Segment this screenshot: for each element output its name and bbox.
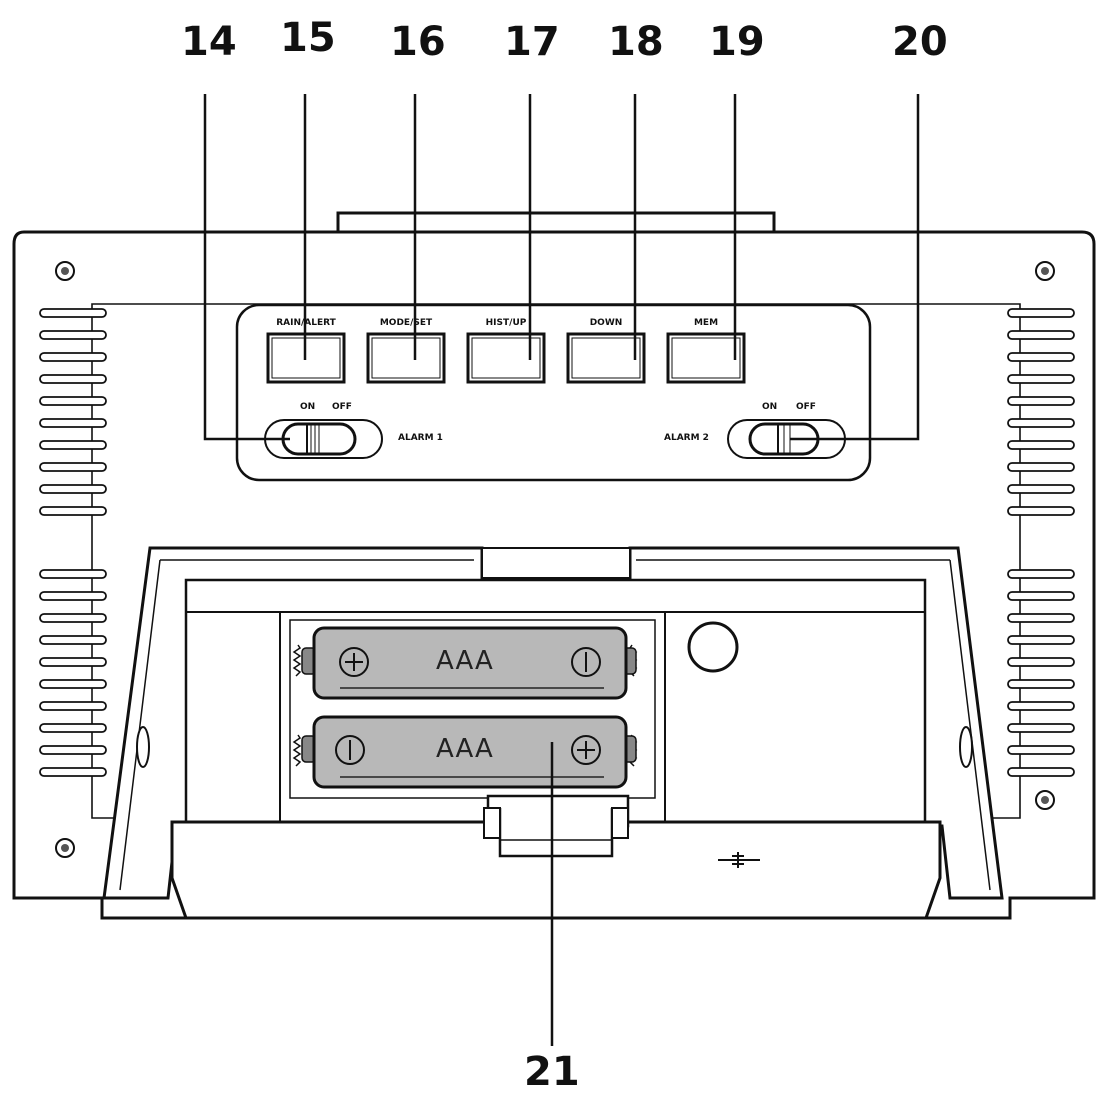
vent-slot-icon (1007, 591, 1075, 601)
minus-terminal-icon (571, 647, 601, 677)
vent-slot-icon (39, 745, 107, 755)
callout-21: 21 (524, 1049, 580, 1095)
vent-slot-icon (1007, 723, 1075, 733)
plus-terminal-icon (339, 647, 369, 677)
vent-slot-icon (39, 418, 107, 428)
vent-slot-icon (1007, 635, 1075, 645)
vent-slot-icon (39, 506, 107, 516)
vent-slot-icon (1007, 745, 1075, 755)
vent-slot-icon (1007, 352, 1075, 362)
vent-slot-icon (39, 591, 107, 601)
vent-slot-icon (39, 462, 107, 472)
top-tab (336, 211, 776, 235)
mode-set-button[interactable] (366, 332, 446, 384)
callout-16: 16 (390, 19, 446, 65)
alarm2-off-label: OFF (796, 402, 816, 412)
callout-15: 15 (280, 15, 336, 61)
vent-slot-icon (1007, 613, 1075, 623)
callout-19: 19 (709, 19, 765, 65)
vent-slot-icon (39, 396, 107, 406)
vent-slot-icon (39, 374, 107, 384)
vent-slot-icon (1007, 330, 1075, 340)
battery-bottom-label: AAA (436, 734, 494, 764)
vent-slot-icon (39, 701, 107, 711)
alarm1-off-label: OFF (332, 402, 352, 412)
screw-hole-icon (55, 838, 75, 858)
minus-terminal-icon (335, 735, 365, 765)
side-hole-left (136, 726, 150, 768)
vent-slot-icon (1007, 657, 1075, 667)
battery-top-label: AAA (436, 646, 494, 676)
vent-slot-icon (1007, 308, 1075, 318)
vent-slot-icon (1007, 374, 1075, 384)
plus-terminal-icon (571, 735, 601, 765)
callout-14: 14 (181, 19, 237, 65)
callout-20: 20 (892, 19, 948, 65)
lid-arrow-icon (718, 852, 760, 868)
round-port (687, 621, 739, 673)
vent-slot-icon (1007, 396, 1075, 406)
vent-slot-icon (39, 679, 107, 689)
vent-slot-icon (1007, 679, 1075, 689)
screw-hole-icon (1035, 790, 1055, 810)
mem-button[interactable] (666, 332, 746, 384)
alarm2-switch[interactable] (727, 419, 846, 459)
vent-slot-icon (1007, 462, 1075, 472)
battery-cover[interactable] (170, 820, 942, 920)
vent-slot-icon (39, 613, 107, 623)
rain-alert-label: RAIN/ALERT (276, 318, 336, 328)
callout-18: 18 (608, 19, 664, 65)
hist-up-button[interactable] (466, 332, 546, 384)
vent-slot-icon (39, 440, 107, 450)
mem-label: MEM (693, 318, 719, 328)
vent-slot-icon (39, 723, 107, 733)
vent-slot-icon (1007, 484, 1075, 494)
mode-set-label: MODE/SET (379, 318, 433, 328)
screw-hole-icon (55, 261, 75, 281)
alarm1-switch[interactable] (264, 419, 383, 459)
cover-latch[interactable] (483, 794, 630, 858)
stand-top-tab (481, 547, 631, 579)
vent-slot-icon (39, 330, 107, 340)
battery-top (312, 626, 628, 700)
screw-hole-icon (1035, 261, 1055, 281)
down-button[interactable] (566, 332, 646, 384)
vent-slot-icon (1007, 701, 1075, 711)
vent-slot-icon (39, 767, 107, 777)
callout-17: 17 (504, 19, 560, 65)
stand-inner (119, 559, 991, 891)
alarm2-on-label: ON (762, 402, 778, 412)
vent-slots (39, 308, 1075, 777)
vent-slot-icon (1007, 440, 1075, 450)
vent-slot-icon (39, 484, 107, 494)
down-label: DOWN (589, 318, 623, 328)
callout-line-14 (203, 94, 290, 441)
side-hole-right (959, 726, 973, 768)
vent-slot-icon (39, 308, 107, 318)
vent-slot-icon (39, 569, 107, 579)
battery-bottom (312, 715, 628, 789)
vent-slot-icon (1007, 418, 1075, 428)
callout-lines (203, 94, 920, 1046)
vent-slot-icon (1007, 569, 1075, 579)
vent-slot-icon (39, 657, 107, 667)
hist-up-label: HIST/UP (485, 318, 527, 328)
alarm2-label: ALARM 2 (664, 433, 709, 443)
alarm1-on-label: ON (300, 402, 316, 412)
alarm1-label: ALARM 1 (398, 433, 443, 443)
callout-line-20 (790, 94, 920, 441)
vent-slot-icon (39, 352, 107, 362)
vent-slot-icon (39, 635, 107, 645)
vent-slot-icon (1007, 506, 1075, 516)
vent-slot-icon (1007, 767, 1075, 777)
